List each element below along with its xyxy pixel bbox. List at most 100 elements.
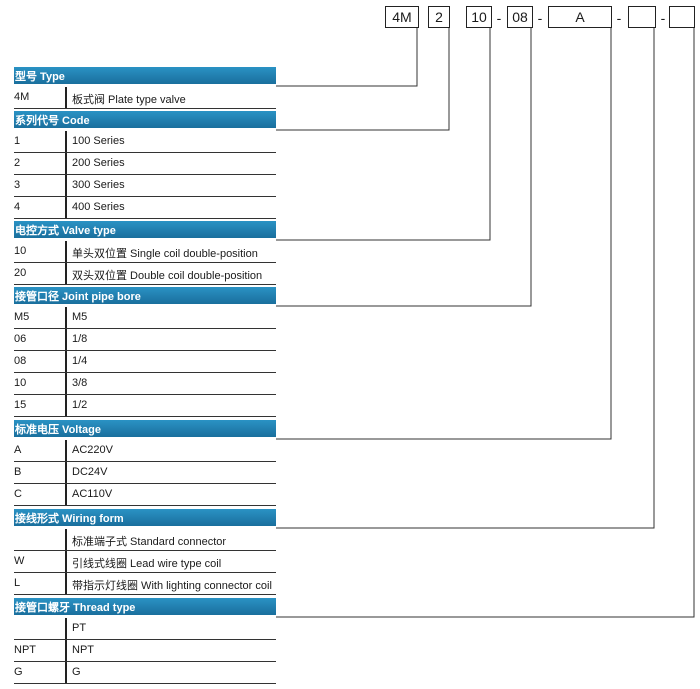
model-code-box-valve: 10 — [466, 6, 492, 28]
column-divider — [65, 395, 67, 416]
row-code: 2 — [14, 157, 21, 169]
section-header-code: 系列代号 Code — [14, 111, 276, 128]
row-code: B — [14, 466, 22, 478]
row-code: G — [14, 666, 23, 678]
table-row: 10 单头双位置 Single coil double-position — [14, 241, 276, 263]
table-row: 08 1/4 — [14, 351, 276, 373]
column-divider — [65, 153, 67, 174]
column-divider — [65, 551, 67, 572]
row-code: M5 — [14, 311, 30, 323]
row-code: C — [14, 488, 22, 500]
row-desc: 1/2 — [72, 399, 88, 411]
row-desc: 200 Series — [72, 157, 125, 169]
row-desc: 标准端子式 Standard connector — [72, 536, 227, 548]
column-divider — [65, 87, 67, 108]
section-header-thread-type: 接管口螺牙 Thread type — [14, 598, 276, 615]
table-row: 标准端子式 Standard connector — [14, 529, 276, 551]
row-desc: G — [72, 666, 81, 678]
column-divider — [65, 373, 67, 394]
row-code: 15 — [14, 399, 27, 411]
row-desc: 单头双位置 Single coil double-position — [72, 248, 258, 260]
row-desc: DC24V — [72, 466, 108, 478]
row-code: 4 — [14, 201, 21, 213]
table-row: W 引线式线圈 Lead wire type coil — [14, 551, 276, 573]
table-row: C AC110V — [14, 484, 276, 506]
section-header-voltage: 标准电压 Voltage — [14, 420, 276, 437]
column-divider — [65, 440, 67, 461]
table-row: A AC220V — [14, 440, 276, 462]
model-code-box-wiring — [628, 6, 656, 28]
row-code: 08 — [14, 355, 27, 367]
row-code: 4M — [14, 91, 30, 103]
model-code-box-series: 2 — [428, 6, 450, 28]
column-divider — [65, 307, 67, 328]
row-code: 1 — [14, 135, 21, 147]
table-row: B DC24V — [14, 462, 276, 484]
column-divider — [65, 662, 67, 683]
row-code: 3 — [14, 179, 21, 191]
section-header-joint-pipe-bore: 接管口径 Joint pipe bore — [14, 287, 276, 304]
column-divider — [65, 484, 67, 505]
column-divider — [65, 197, 67, 218]
column-divider — [65, 573, 67, 594]
row-code: 06 — [14, 333, 27, 345]
model-code-box-type: 4M — [385, 6, 419, 28]
row-code: 10 — [14, 377, 27, 389]
table-row: 20 双头双位置 Double coil double-position — [14, 263, 276, 285]
row-code: W — [14, 555, 25, 567]
table-row: 4M 板式阀 Plate type valve — [14, 87, 276, 109]
row-desc: 400 Series — [72, 201, 125, 213]
row-desc: M5 — [72, 311, 88, 323]
row-code: 10 — [14, 245, 27, 257]
column-divider — [65, 329, 67, 350]
section-header-wiring-form: 接线形式 Wiring form — [14, 509, 276, 526]
table-row: M5 M5 — [14, 307, 276, 329]
column-divider — [65, 640, 67, 661]
table-row: NPT NPT — [14, 640, 276, 662]
column-divider — [65, 618, 67, 639]
column-divider — [65, 131, 67, 152]
code-dash: - — [537, 10, 543, 26]
column-divider — [65, 175, 67, 196]
table-row: 1 100 Series — [14, 131, 276, 153]
row-desc: AC110V — [72, 488, 113, 500]
row-desc: 1/8 — [72, 333, 88, 345]
code-dash: - — [496, 10, 502, 26]
column-divider — [65, 263, 67, 284]
model-code-box-bore: 08 — [507, 6, 533, 28]
row-code: NPT — [14, 644, 36, 656]
column-divider — [65, 351, 67, 372]
section-header-type: 型号 Type — [14, 67, 276, 84]
row-code: L — [14, 577, 21, 589]
column-divider — [65, 241, 67, 262]
column-divider — [65, 529, 67, 550]
row-desc: NPT — [72, 644, 94, 656]
row-code: 20 — [14, 267, 27, 279]
model-code-box-voltage: A — [548, 6, 612, 28]
table-row: 2 200 Series — [14, 153, 276, 175]
code-dash: - — [660, 10, 666, 26]
model-code-box-thread — [669, 6, 695, 28]
row-desc: 300 Series — [72, 179, 125, 191]
row-desc: 带指示灯线圈 With lighting connector coil — [72, 580, 272, 592]
table-row: 10 3/8 — [14, 373, 276, 395]
table-row: 15 1/2 — [14, 395, 276, 417]
row-desc: PT — [72, 622, 87, 634]
row-desc: 100 Series — [72, 135, 125, 147]
row-desc: 引线式线圈 Lead wire type coil — [72, 558, 222, 570]
row-desc: 3/8 — [72, 377, 88, 389]
section-header-valve-type: 电控方式 Valve type — [14, 221, 276, 238]
row-desc: AC220V — [72, 444, 113, 456]
table-row: 4 400 Series — [14, 197, 276, 219]
column-divider — [65, 462, 67, 483]
row-desc: 板式阀 Plate type valve — [72, 94, 186, 106]
table-row: L 带指示灯线圈 With lighting connector coil — [14, 573, 276, 595]
table-row: 3 300 Series — [14, 175, 276, 197]
row-desc: 1/4 — [72, 355, 88, 367]
row-desc: 双头双位置 Double coil double-position — [72, 270, 263, 282]
table-row: 06 1/8 — [14, 329, 276, 351]
code-dash: - — [616, 10, 622, 26]
row-code: A — [14, 444, 22, 456]
table-row: PT — [14, 618, 276, 640]
